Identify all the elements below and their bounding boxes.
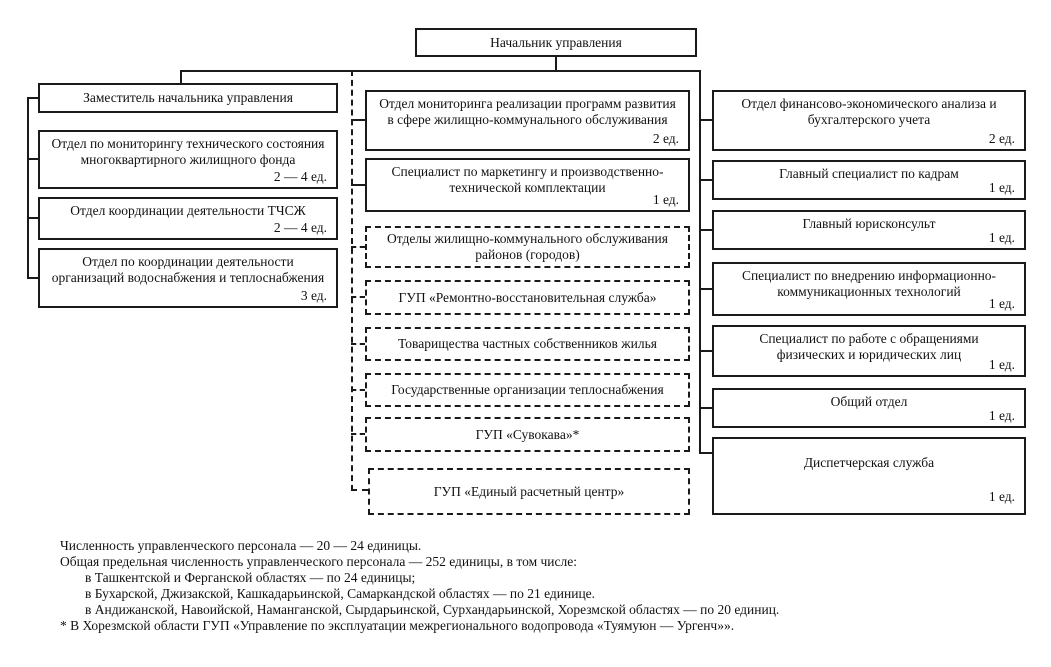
staff-count: 2 ед. [652,131,679,147]
footnote-line: Общая предельная численность управленчес… [60,554,577,569]
org-box-head-of-department: Начальник управления [415,28,697,57]
box-label: Заместитель начальника управления [83,90,293,106]
org-box-homeowners-associations: Товарищества частных собственников жилья [365,327,690,361]
box-label: ГУП «Ремонтно-восстановительная служба» [398,289,657,305]
staff-count: 1 ед. [988,180,1015,196]
connector-stub [27,97,38,99]
connector-stub-dashed [351,296,365,298]
staff-count: 1 ед. [988,489,1015,505]
staff-count: 2 — 4 ед. [273,220,327,236]
org-box-citizens-appeals-specialist: Специалист по работе с обращениями физич… [712,325,1026,377]
box-label: Главный специалист по кадрам [779,166,959,181]
footnote-line: в Бухарской, Джизакской, Кашкадарьинской… [85,586,596,601]
org-box-marketing-specialist: Специалист по маркетингу и производствен… [365,158,690,212]
connector-stub [699,350,712,352]
connector-left-drop [180,70,182,84]
box-label: Специалист по маркетингу и производствен… [391,164,664,195]
connector-left-bracket [27,97,29,279]
org-box-repair-service-gup: ГУП «Ремонтно-восстановительная служба» [365,280,690,315]
org-box-general-dept: Общий отдел 1 ед. [712,388,1026,428]
box-label: Отделы жилищно-коммунального обслуживани… [387,231,668,262]
box-label: ГУП «Сувокава»* [475,426,580,442]
connector-stub [699,119,712,121]
connector-middle-trunk-dashed [351,70,353,491]
box-label: Отдел мониторинга реализации программ ра… [379,96,676,127]
connector-stub [27,217,38,219]
connector-main-horizontal [180,70,701,72]
box-label: Специалист по работе с обращениями физич… [759,331,979,362]
org-box-finance-dept: Отдел финансово-экономического анализа и… [712,90,1026,151]
staff-count: 1 ед. [988,296,1015,312]
staff-count: 1 ед. [988,408,1015,424]
org-box-legal-counsel: Главный юрисконсульт 1 ед. [712,210,1026,250]
connector-stub [699,229,712,231]
connector-stub-dashed [351,246,365,248]
connector-stub [699,407,712,409]
footnote-line: Численность управленческого персонала — … [60,538,422,553]
connector-stub [27,277,38,279]
connector-stub [27,158,38,160]
org-box-settlement-center-gup: ГУП «Единый расчетный центр» [368,468,690,515]
box-label: Отдел координации деятельности ТЧСЖ [70,203,306,218]
org-box-district-service-depts: Отделы жилищно-коммунального обслуживани… [365,226,690,268]
footnotes: Численность управленческого персонала — … [60,538,1020,634]
box-label: Главный юрисконсульт [802,216,936,231]
connector-stub [699,452,712,454]
connector-root-drop [555,57,557,70]
box-label: Специалист по внедрению информационно-ко… [741,268,997,299]
box-label: Диспетчерская служба [803,455,935,470]
org-box-ict-specialist: Специалист по внедрению информационно-ко… [712,262,1026,316]
box-label: Отдел по мониторингу технического состоя… [51,136,325,167]
connector-right-trunk [699,70,701,454]
connector-stub [699,288,712,290]
staff-count: 3 ед. [300,288,327,304]
connector-stub-dashed [351,389,365,391]
box-label: Государственные организации теплоснабжен… [391,382,664,398]
box-label: Отдел финансово-экономического анализа и… [741,96,997,127]
footnote-line: * В Хорезмской области ГУП «Управление п… [60,618,735,633]
connector-stub-dashed [351,489,368,491]
staff-count: 1 ед. [652,192,679,208]
box-label: ГУП «Единый расчетный центр» [433,483,625,499]
connector-stub [351,119,365,121]
connector-stub-dashed [351,343,365,345]
box-label: Начальник управления [490,34,622,50]
staff-count: 1 ед. [988,230,1015,246]
org-box-suvokava-gup: ГУП «Сувокава»* [365,417,690,452]
staff-count: 1 ед. [988,357,1015,373]
org-box-heat-supply-orgs: Государственные организации теплоснабжен… [365,373,690,407]
box-label: Товарищества частных собственников жилья [398,336,657,352]
connector-stub [351,184,365,186]
connector-stub [699,179,712,181]
box-label: Отдел по координации деятельности органи… [51,254,325,285]
footnote-line: в Ташкентской и Ферганской областях — по… [85,570,416,585]
box-label: Общий отдел [830,394,908,409]
org-box-water-heat-coordination-dept: Отдел по координации деятельности органи… [38,248,338,308]
connector-stub-dashed [351,433,365,435]
org-box-tchsj-coordination-dept: Отдел координации деятельности ТЧСЖ 2 — … [38,197,338,240]
org-box-hr-specialist: Главный специалист по кадрам 1 ед. [712,160,1026,200]
org-box-program-monitoring-dept: Отдел мониторинга реализации программ ра… [365,90,690,151]
org-box-deputy-head: Заместитель начальника управления [38,83,338,113]
footnote-line: в Андижанской, Навоийской, Наманганской,… [85,602,780,617]
staff-count: 2 — 4 ед. [273,169,327,185]
org-box-housing-monitoring-dept: Отдел по мониторингу технического состоя… [38,130,338,189]
org-box-dispatch-service: Диспетчерская служба 1 ед. [712,437,1026,515]
staff-count: 2 ед. [988,131,1015,147]
